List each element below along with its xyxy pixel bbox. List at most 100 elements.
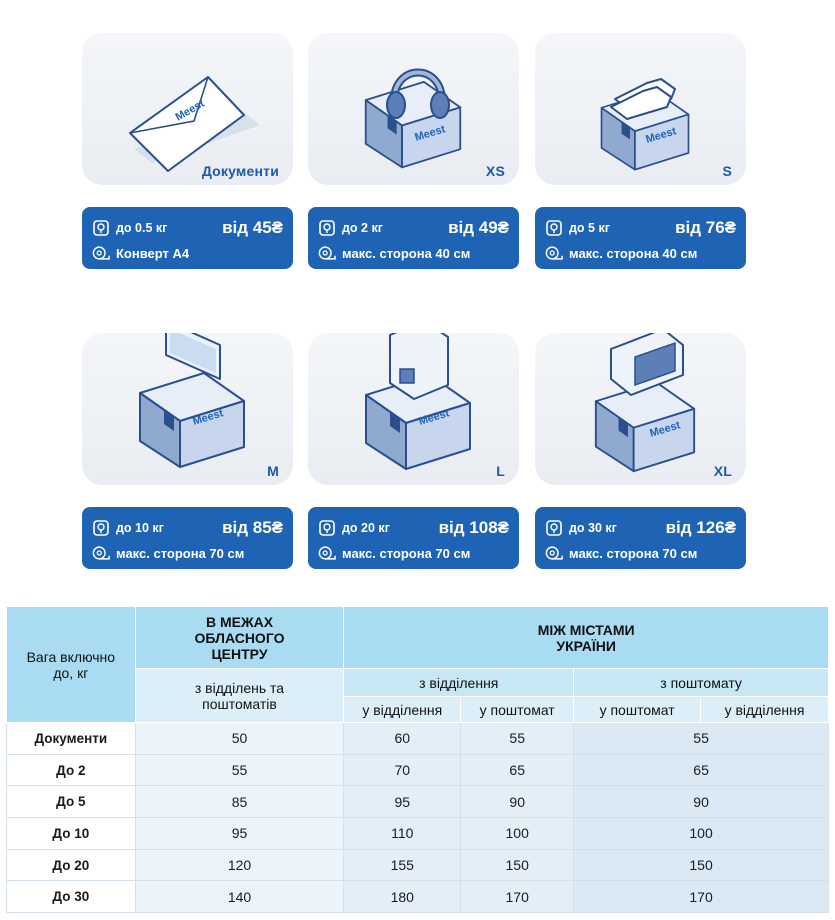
- from-branch-header: з відділення: [343, 668, 575, 697]
- monitor-box-icon: Meest: [139, 333, 245, 468]
- envelope-icon: Meest: [129, 76, 260, 172]
- price: від 76₴: [675, 218, 736, 237]
- to-branch-header: у відділення: [343, 696, 462, 723]
- dimension-limit: Конверт А4: [116, 245, 190, 261]
- regional-price: 120: [134, 848, 345, 882]
- branch-to-locker-price: 100: [460, 817, 575, 850]
- parcel-info-l: до 20 кг від 108₴ макс. сторона 70 см: [308, 507, 519, 569]
- row-label: Документи: [6, 722, 136, 755]
- branch-to-branch-price: 110: [343, 817, 462, 850]
- tape-measure-icon: [318, 544, 336, 562]
- price: від 108₴: [438, 518, 509, 537]
- tape-measure-icon: [92, 244, 110, 262]
- branch-to-locker-price: 65: [460, 753, 575, 787]
- regional-price: 140: [134, 880, 345, 914]
- parcel-card-l: Meest L: [308, 333, 519, 485]
- row-label: До 30: [6, 880, 136, 914]
- scale-icon: [318, 219, 336, 237]
- weight-limit: до 0.5 кг: [116, 221, 168, 235]
- weight-limit: до 5 кг: [569, 221, 610, 235]
- pricing-table: Вага включно до, кг В МЕЖАХ ОБЛАСНОГО ЦЕ…: [6, 606, 829, 914]
- branch-to-locker-price: 55: [460, 722, 575, 755]
- row-label: До 2: [6, 753, 136, 787]
- dimension-limit: макс. сторона 70 см: [116, 545, 245, 561]
- to-branch-header: у відділення: [700, 696, 829, 723]
- weight-limit: до 10 кг: [116, 521, 164, 535]
- branch-to-locker-price: 150: [460, 848, 575, 882]
- size-label: L: [496, 463, 505, 479]
- tape-measure-icon: [545, 544, 563, 562]
- dimension-limit: макс. сторона 40 см: [569, 245, 698, 261]
- branch-to-locker-price: 170: [460, 880, 575, 914]
- parcel-info-m: до 10 кг від 85₴ макс. сторона 70 см: [82, 507, 293, 569]
- parcel-card-xs: Meest XS: [308, 33, 519, 185]
- branch-to-branch-price: 60: [343, 722, 462, 755]
- weight-limit: до 20 кг: [342, 521, 390, 535]
- headphones-box-icon: Meest: [364, 68, 462, 169]
- dimension-limit: макс. сторона 70 см: [342, 545, 471, 561]
- dimension-limit: макс. сторона 70 см: [569, 545, 698, 561]
- locker-price: 55: [573, 722, 829, 755]
- scale-icon: [92, 519, 110, 537]
- parcel-card-s: Meest S: [535, 33, 746, 185]
- sneakers-box-icon: Meest: [600, 78, 690, 171]
- row-label: До 5: [6, 785, 136, 819]
- locker-price: 170: [573, 880, 829, 914]
- scale-icon: [545, 219, 563, 237]
- row-label: До 20: [6, 848, 136, 882]
- price: від 45₴: [222, 218, 283, 237]
- branch-to-locker-price: 90: [460, 785, 575, 819]
- parcel-info-xs: до 2 кг від 49₴ макс. сторона 40 см: [308, 207, 519, 269]
- price: від 49₴: [448, 218, 509, 237]
- locker-price: 150: [573, 848, 829, 882]
- locker-price: 90: [573, 785, 829, 819]
- locker-price: 65: [573, 753, 829, 787]
- size-label: S: [722, 163, 732, 179]
- parcel-card-documents: Meest Документи: [82, 33, 293, 185]
- from-locker-header: з поштомату: [573, 668, 829, 697]
- size-label: Документи: [201, 163, 279, 179]
- dimension-limit: макс. сторона 40 см: [342, 245, 471, 261]
- size-label: XS: [485, 163, 505, 179]
- branch-to-branch-price: 70: [343, 753, 462, 787]
- branch-to-branch-price: 155: [343, 848, 462, 882]
- row-label: До 10: [6, 817, 136, 850]
- parcel-info-s: до 5 кг від 76₴ макс. сторона 40 см: [535, 207, 746, 269]
- to-locker-header: у поштомат: [573, 696, 702, 723]
- scale-icon: [545, 519, 563, 537]
- price: від 85₴: [222, 518, 283, 537]
- regional-price: 85: [134, 785, 345, 819]
- size-label: XL: [713, 463, 732, 479]
- tape-measure-icon: [318, 244, 336, 262]
- parcel-info-documents: до 0.5 кг від 45₴ Конверт А4: [82, 207, 293, 269]
- microwave-box-icon: Meest: [594, 333, 696, 473]
- tape-measure-icon: [92, 544, 110, 562]
- size-label: M: [267, 463, 279, 479]
- branch-to-branch-price: 180: [343, 880, 462, 914]
- price: від 126₴: [665, 518, 736, 537]
- branch-to-branch-price: 95: [343, 785, 462, 819]
- regional-price: 55: [134, 753, 345, 787]
- regional-header: В МЕЖАХ ОБЛАСНОГО ЦЕНТРУ: [134, 606, 345, 669]
- scale-icon: [92, 219, 110, 237]
- parcel-card-xl: Meest XL: [535, 333, 746, 485]
- weight-limit: до 2 кг: [342, 221, 383, 235]
- regional-subheader: з відділень та поштоматів: [134, 668, 345, 723]
- coffee-machine-box-icon: Meest: [365, 333, 471, 470]
- intercity-header: МІЖ МІСТАМИ УКРАЇНИ: [343, 606, 829, 669]
- locker-price: 100: [573, 817, 829, 850]
- tape-measure-icon: [545, 244, 563, 262]
- regional-price: 95: [134, 817, 345, 850]
- weight-header: Вага включно до, кг: [6, 606, 136, 723]
- regional-price: 50: [134, 722, 345, 755]
- parcel-card-m: Meest M: [82, 333, 293, 485]
- scale-icon: [318, 519, 336, 537]
- to-locker-header: у поштомат: [460, 696, 575, 723]
